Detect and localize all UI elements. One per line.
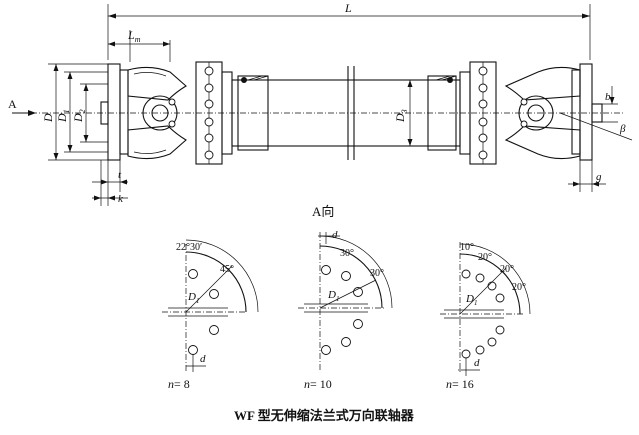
- dim-g-label: g: [596, 171, 602, 183]
- dim-Lm-label: Lm: [127, 28, 141, 44]
- dim-D2-label: D2: [71, 109, 87, 123]
- dim-k-label: k: [118, 193, 124, 205]
- fv3-angle-3: 20°: [512, 282, 526, 293]
- dim-beta-label: β: [619, 123, 626, 135]
- fv2-n-label: n= 10: [304, 377, 332, 391]
- fv3-d: d: [474, 357, 480, 369]
- main-assembly-view: L Lm A: [8, 1, 633, 206]
- dim-D-label: D: [41, 113, 55, 123]
- view-label: A向: [312, 204, 334, 219]
- fv3-angle-1: 20°: [478, 252, 492, 263]
- fv2-angle-1: 30°: [370, 268, 384, 279]
- fv2-d: d: [332, 229, 338, 241]
- fv2-angle-0: 30°: [340, 248, 354, 259]
- left-flange-plate: [107, 63, 121, 161]
- dim-D1-label: D1: [55, 109, 71, 123]
- fv3-D1: D1: [465, 293, 477, 307]
- figure-caption: WF 型无伸缩法兰式万向联轴器: [234, 408, 415, 423]
- flange-view-n10: D1 30° 30° d n= 10: [298, 229, 393, 391]
- dim-b-label: b: [605, 91, 611, 103]
- fv3-angle-2: 20°: [500, 264, 514, 275]
- fv1-D1: D1: [187, 291, 199, 305]
- fv1-angle-1: 45°: [220, 264, 234, 275]
- right-flange-plate: [579, 63, 593, 161]
- fv3-angle-0: 10°: [460, 242, 474, 253]
- dim-L-label: L: [344, 1, 352, 15]
- fv2-D1: D1: [327, 289, 339, 303]
- fv1-angle-0: 22°30′: [176, 242, 202, 253]
- dim-t-label: t: [118, 169, 122, 181]
- view-arrow-A: A: [8, 97, 17, 111]
- flange-view-n8: D1 22°30′ 45° d n= 8: [162, 239, 259, 391]
- fv1-n-label: n= 8: [168, 377, 190, 391]
- fv1-d: d: [200, 353, 206, 365]
- fv3-n-label: n= 16: [446, 377, 474, 391]
- right-spider-outer: [518, 95, 554, 131]
- flange-view-n16: D1 10° 20° 20° 20° d n= 16: [440, 242, 531, 391]
- left-spider-outer: [142, 95, 178, 131]
- dim-D3-label: D3: [393, 109, 409, 123]
